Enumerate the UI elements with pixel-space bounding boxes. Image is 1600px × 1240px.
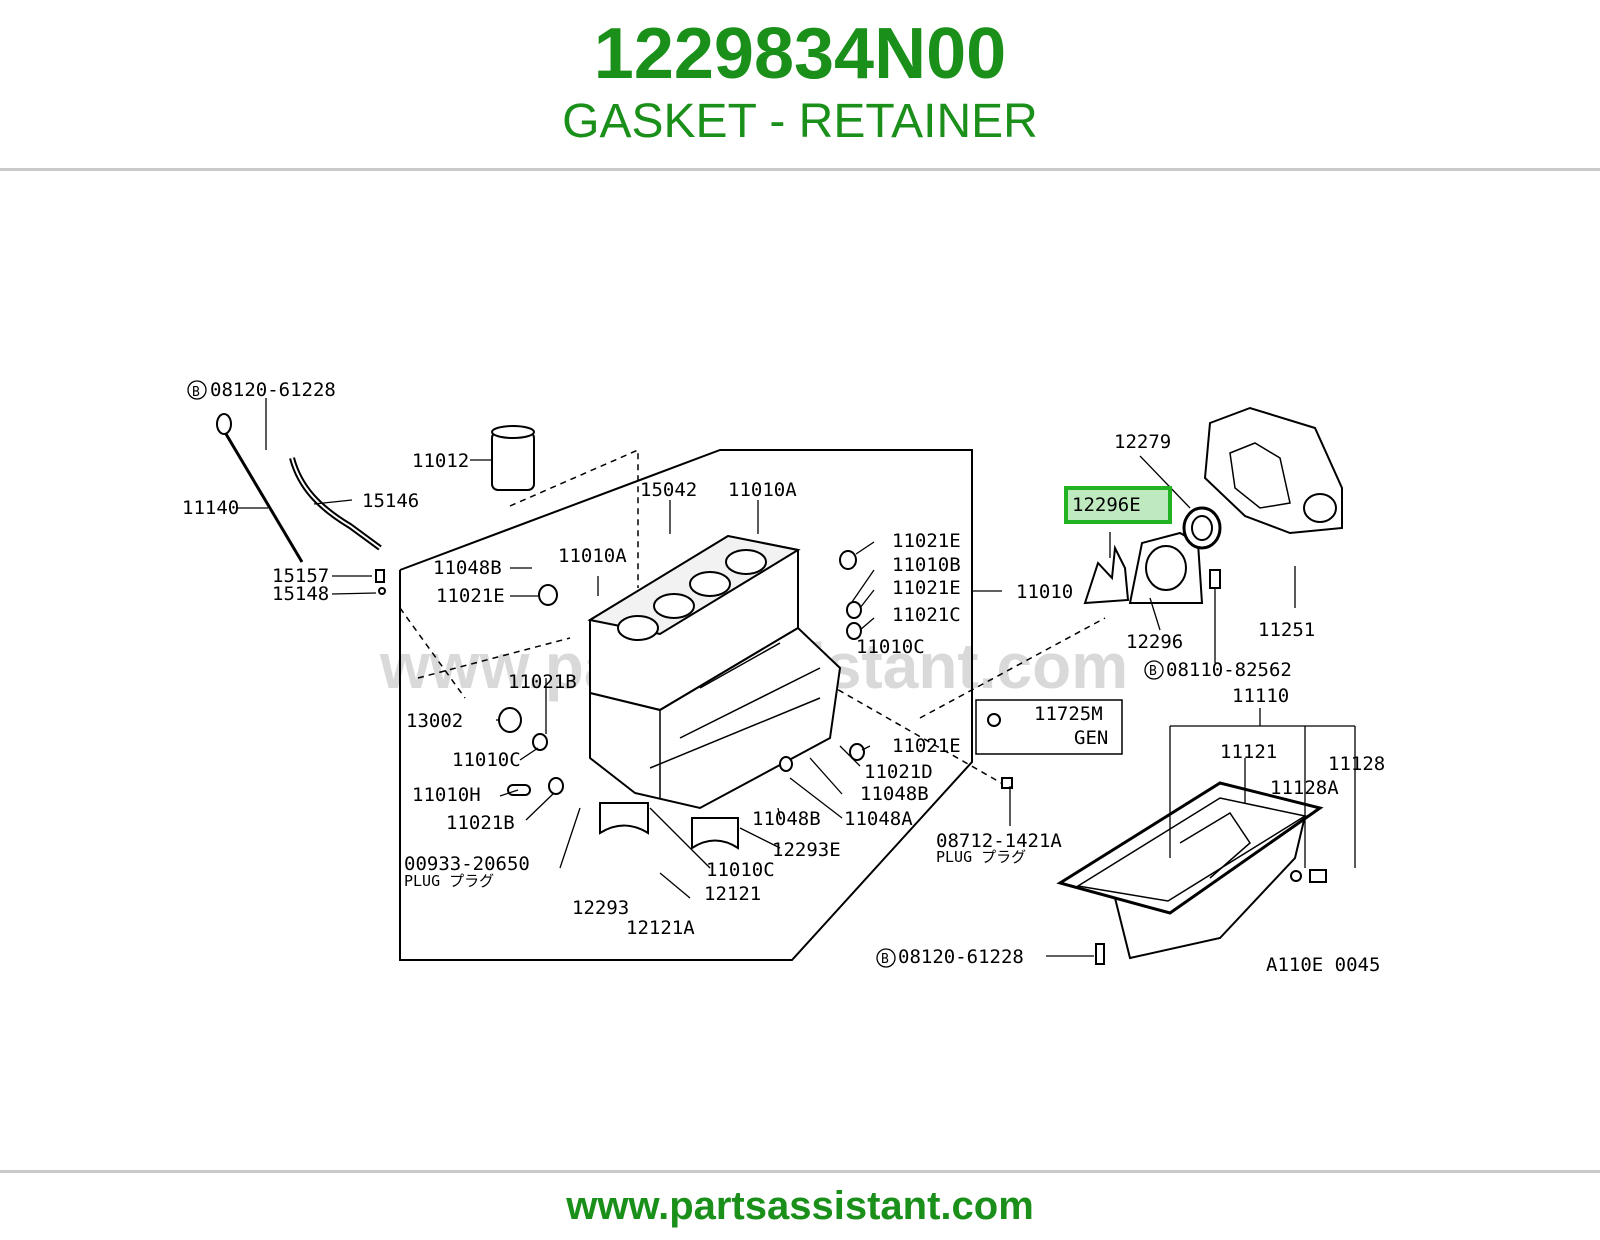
guide-line — [919, 617, 1106, 719]
part-name: GASKET - RETAINER — [562, 95, 1038, 148]
callout-11110: 11110 — [1232, 685, 1289, 707]
callout-11010: 11010 — [1016, 581, 1073, 603]
callout-15146: 15146 — [362, 490, 419, 512]
callout-11021e-r2: 11021E — [892, 577, 961, 599]
sensor-part — [987, 713, 1001, 727]
guide-line — [417, 637, 571, 679]
callout-11021d: 11021D — [864, 761, 933, 783]
bolt-marker — [187, 380, 207, 400]
part-number: 1229834N00 — [593, 14, 1007, 94]
callout-00933-20650: 00933-20650 — [404, 853, 530, 875]
callout-11021e-r1: 11021E — [892, 530, 961, 552]
callout-11010h: 11010H — [412, 784, 481, 806]
header: 1229834N00 GASKET - RETAINER — [0, 0, 1600, 170]
callout-11048b-2: 11048B — [860, 783, 929, 805]
callout-11048b-1: 11048B — [433, 557, 502, 579]
diagram-code: A110E 0045 — [1266, 954, 1380, 976]
callout-12293e: 12293E — [772, 839, 841, 861]
rear-plate-window — [1229, 442, 1291, 509]
callout-15042: 15042 — [640, 479, 697, 501]
callout-08110-82562: 08110-82562 — [1166, 659, 1292, 681]
divider-bottom — [0, 1170, 1600, 1173]
rear-plate-hole — [1303, 493, 1337, 523]
plug-part — [1001, 777, 1013, 789]
callout-11725m: 11725M — [1034, 703, 1103, 725]
block-frame — [399, 449, 973, 961]
callout-11048a: 11048A — [844, 808, 913, 830]
callout-11121: 11121 — [1220, 741, 1277, 763]
leader-lines — [236, 398, 1356, 957]
callout-11010c-b: 11010C — [706, 859, 775, 881]
guide-line — [399, 607, 466, 699]
oil-filter-part — [491, 425, 535, 491]
callout-gen: GEN — [1074, 727, 1108, 749]
callout-11010b: 11010B — [892, 554, 961, 576]
rear-seal-retainer-part — [1083, 506, 1222, 605]
callout-12121a: 12121A — [626, 917, 695, 939]
callout-11010a-mid: 11010A — [558, 545, 627, 567]
bearing-cap-part — [691, 817, 739, 850]
callout-11021e-1: 11021E — [436, 585, 505, 607]
bolt-marker-label: B — [881, 952, 889, 967]
callout-11251: 11251 — [1258, 619, 1315, 641]
sensor-box — [975, 699, 1123, 755]
callout-12296e: 12296E — [1072, 494, 1141, 516]
callout-11010c-l: 11010C — [452, 749, 521, 771]
callout-15148: 15148 — [272, 583, 329, 605]
callout-11128: 11128 — [1328, 753, 1385, 775]
callout-11048b-3: 11048B — [752, 808, 821, 830]
callout-12279: 12279 — [1114, 431, 1171, 453]
bolt-marker-label: B — [192, 385, 200, 400]
oil-pan-part — [1056, 781, 1327, 960]
callouts: B 08120-61228 11012 11140 15146 15157 15… — [182, 379, 1385, 976]
footer-url[interactable]: www.partsassistant.com — [566, 1184, 1034, 1228]
engine-block-part — [587, 534, 842, 810]
callout-13002: 13002 — [406, 710, 463, 732]
callout-11128a: 11128A — [1270, 777, 1339, 799]
callout-11010a-top: 11010A — [728, 479, 797, 501]
guide-line — [799, 667, 1011, 789]
callout-11140: 11140 — [182, 497, 239, 519]
dipstick-part — [216, 413, 386, 595]
divider-top — [0, 168, 1600, 171]
callout-11012: 11012 — [412, 450, 469, 472]
callout-12296: 12296 — [1126, 631, 1183, 653]
callout-12121: 12121 — [704, 883, 761, 905]
callout-plug-2: PLUG プラグ — [936, 848, 1026, 866]
callout-15157: 15157 — [272, 565, 329, 587]
bolt-marker — [876, 948, 896, 968]
callout-08120-61228-top: 08120-61228 — [210, 379, 336, 401]
guide-line — [509, 448, 639, 588]
callout-12293: 12293 — [572, 897, 629, 919]
exploded-parts-diagram: www.partsassistant.com — [182, 379, 1385, 976]
bolt-marker-label: B — [1149, 664, 1157, 679]
callout-08712-1421a: 08712-1421A — [936, 830, 1062, 852]
callout-11010c-r: 11010C — [856, 636, 925, 658]
bolt-marker — [1144, 660, 1164, 680]
callout-plug-1: PLUG プラグ — [404, 872, 494, 890]
drain-bolt-part — [1095, 943, 1105, 965]
callout-11021e-r3: 11021E — [892, 735, 961, 757]
callout-11021b-1: 11021B — [508, 671, 577, 693]
callout-08120-61228-bot: 08120-61228 — [898, 946, 1024, 968]
callout-11021c: 11021C — [892, 604, 961, 626]
highlight-box — [1064, 486, 1172, 524]
callout-11021b-2: 11021B — [446, 812, 515, 834]
bearing-cap-part — [599, 802, 649, 835]
